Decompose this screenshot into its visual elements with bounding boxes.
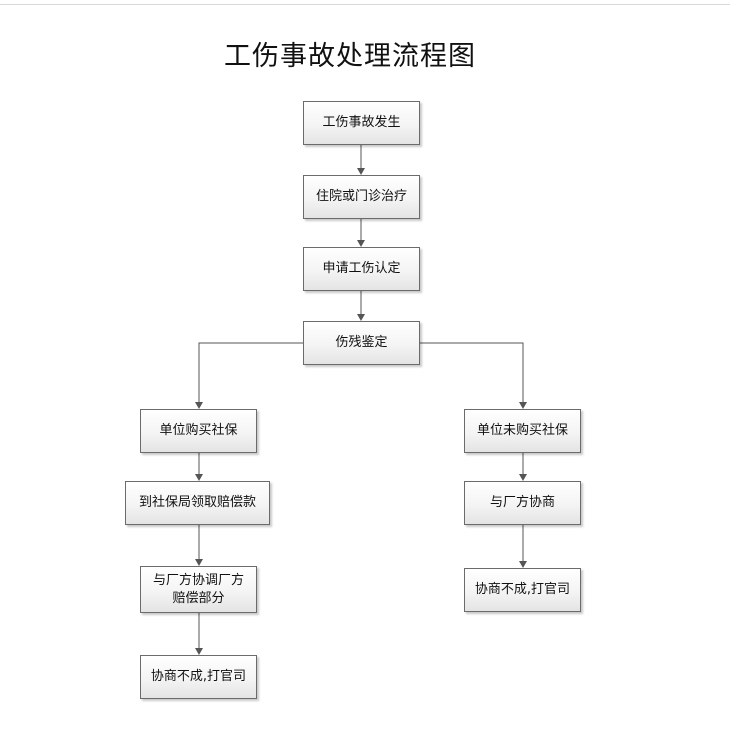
- node-uninsured: 单位未购买社保: [464, 409, 581, 453]
- node-disability-assessment: 伤残鉴定: [303, 321, 420, 365]
- arrowhead-uninsured: [519, 402, 527, 409]
- node-lawsuit-left: 协商不成,打官司: [140, 655, 257, 699]
- top-divider: [0, 4, 730, 5]
- edge-assessment-to-insured: [198, 342, 303, 402]
- node-negotiate-factory: 与厂方协商: [464, 481, 581, 525]
- node-apply-recognition: 申请工伤认定: [303, 247, 420, 291]
- arrowhead-insured: [195, 402, 203, 409]
- arrowhead-lawsuit-left: [195, 648, 203, 655]
- arrowhead-lawsuit-right: [519, 561, 527, 568]
- edge-assessment-to-uninsured: [420, 342, 524, 402]
- node-negotiate-factory-compensation: 与厂方协调厂方 赔偿部分: [140, 566, 257, 613]
- node-collect-compensation: 到社保局领取赔偿款: [125, 481, 270, 525]
- arrowhead-treatment: [357, 168, 365, 175]
- arrowhead-apply: [357, 240, 365, 247]
- node-treatment: 住院或门诊治疗: [303, 175, 420, 219]
- node-lawsuit-right: 协商不成,打官司: [464, 568, 581, 612]
- node-insured: 单位购买社保: [140, 409, 257, 453]
- arrowhead-collect: [195, 474, 203, 481]
- arrowhead-assessment: [357, 314, 365, 321]
- page-title: 工伤事故处理流程图: [224, 41, 476, 72]
- arrowhead-negotiate-factory-compensation: [195, 559, 203, 566]
- arrowhead-negotiate-factory: [519, 474, 527, 481]
- node-accident: 工伤事故发生: [303, 101, 420, 145]
